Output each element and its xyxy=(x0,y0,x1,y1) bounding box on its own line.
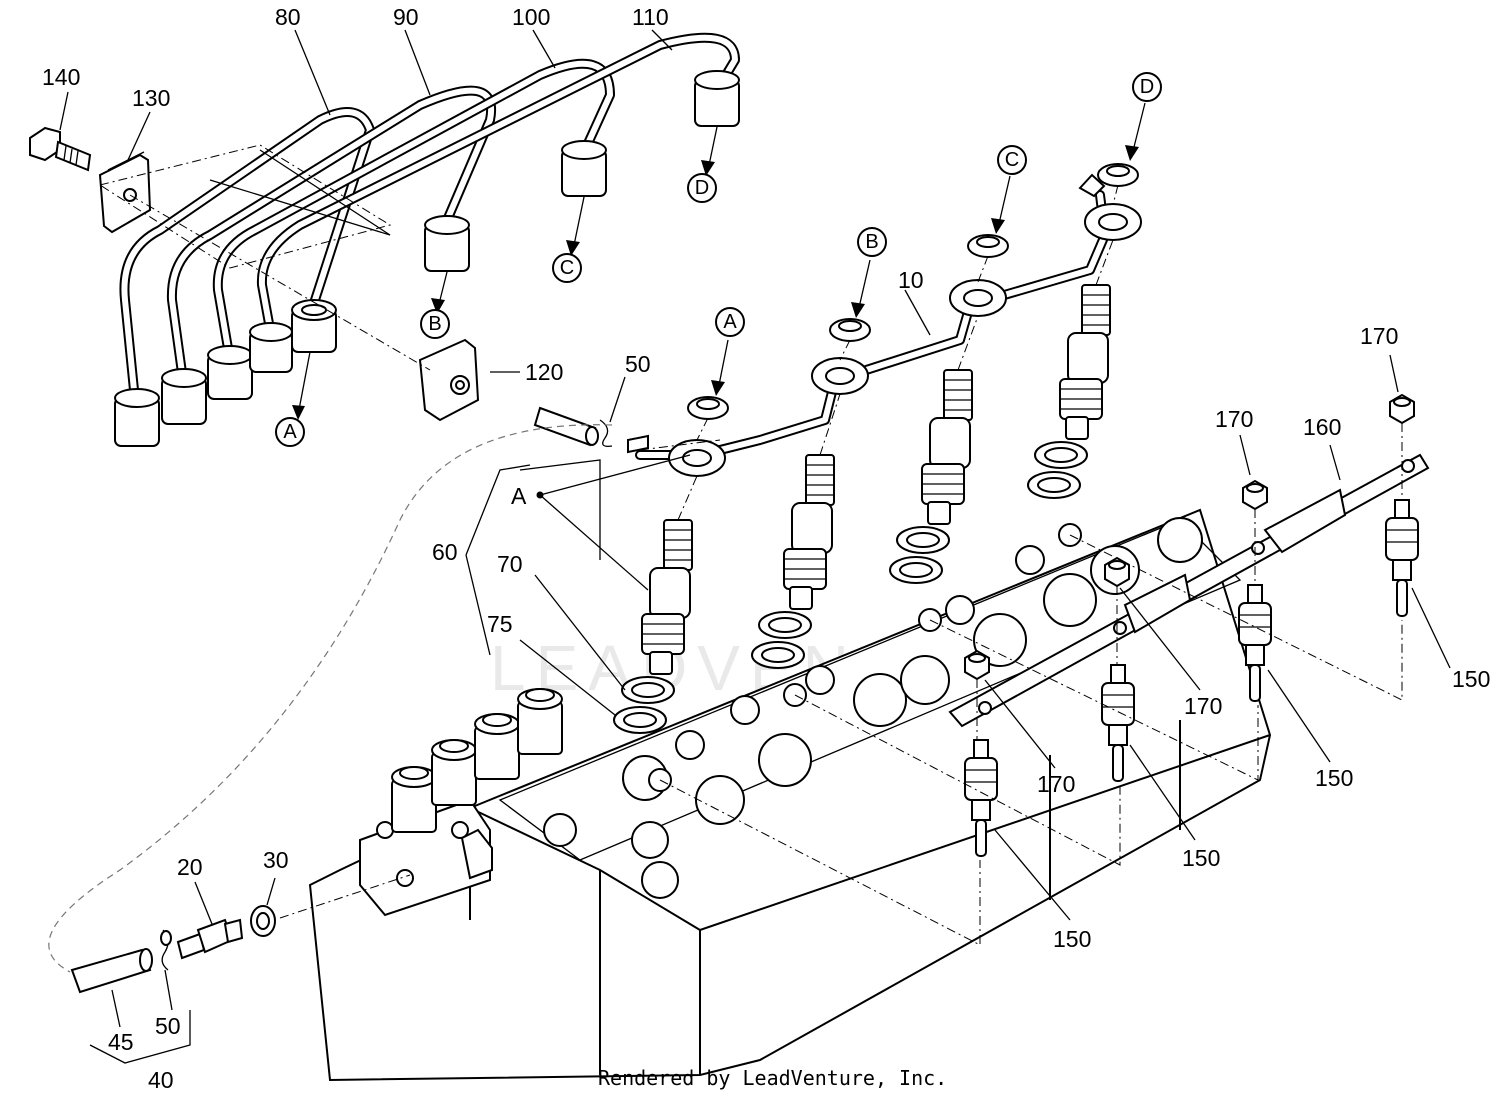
label-70: 70 xyxy=(497,551,523,577)
label-50-upper: 50 xyxy=(625,351,651,377)
label-90: 90 xyxy=(393,4,419,30)
label-140: 140 xyxy=(42,64,80,90)
clamp-bolt-140 xyxy=(29,126,92,172)
svg-text:A: A xyxy=(723,311,737,333)
return-hose-upper xyxy=(533,406,649,454)
label-170-a: 170 xyxy=(1037,771,1075,797)
label-150-b: 150 xyxy=(1182,845,1220,871)
callout-markers: A B C D A B C D xyxy=(275,72,1162,447)
svg-text:B: B xyxy=(428,313,441,335)
label-160: 160 xyxy=(1303,414,1341,440)
svg-text:D: D xyxy=(695,177,709,199)
leak-off-pipe-10 xyxy=(635,190,1110,460)
cylinder-head xyxy=(308,459,1272,1082)
pipe-clamp-130 xyxy=(98,151,152,234)
svg-text:D: D xyxy=(1140,76,1154,98)
label-45: 45 xyxy=(108,1029,134,1055)
glow-plug-nuts-170 xyxy=(964,393,1415,681)
label-75: 75 xyxy=(487,611,513,637)
callout-a-nozzle: A xyxy=(715,307,745,337)
injection-pipe-bundle xyxy=(114,32,740,447)
label-10: 10 xyxy=(898,267,924,293)
callout-a-pipe: A xyxy=(275,417,305,447)
svg-text:A: A xyxy=(283,421,297,443)
label-120: 120 xyxy=(525,359,563,385)
callout-b-nozzle: B xyxy=(857,227,887,257)
connection-arrows xyxy=(292,102,1146,420)
label-20: 20 xyxy=(177,854,203,880)
label-100: 100 xyxy=(512,4,550,30)
svg-text:C: C xyxy=(560,257,574,279)
leader-lines xyxy=(59,29,1451,1064)
render-credit: Rendered by LeadVenture, Inc. xyxy=(598,1066,947,1090)
label-80: 80 xyxy=(275,4,301,30)
label-110: 110 xyxy=(632,4,669,30)
label-150-a: 150 xyxy=(1053,926,1091,952)
label-150-d: 150 xyxy=(1452,666,1490,692)
banjo-fittings xyxy=(668,163,1142,477)
label-130: 130 xyxy=(132,85,170,111)
callout-c-pipe: C xyxy=(552,253,582,283)
label-170-b: 170 xyxy=(1184,693,1222,719)
part-labels: 80 90 100 110 140 130 120 50 10 A 60 70 … xyxy=(42,4,1490,1093)
label-60: 60 xyxy=(432,539,458,565)
label-170-c: 170 xyxy=(1215,406,1253,432)
fitting-20 xyxy=(176,918,244,960)
label-50-lower: 50 xyxy=(155,1013,181,1039)
label-30: 30 xyxy=(263,847,289,873)
callout-d-pipe: D xyxy=(687,173,717,203)
callout-c-nozzle: C xyxy=(997,145,1027,175)
label-ref-a: A xyxy=(511,483,527,509)
label-150-c: 150 xyxy=(1315,765,1353,791)
dashed-assembly-lines xyxy=(48,144,1403,973)
glow-plugs-150 xyxy=(964,499,1419,857)
return-hose-45 xyxy=(70,948,153,994)
glow-plug-lead-160 xyxy=(948,453,1430,728)
label-40: 40 xyxy=(148,1067,174,1093)
label-170-d: 170 xyxy=(1360,323,1398,349)
hose-clip-50-lower xyxy=(160,929,172,971)
svg-text:C: C xyxy=(1005,149,1019,171)
nozzle-gaskets xyxy=(613,441,1088,734)
svg-text:B: B xyxy=(865,231,878,253)
callout-b-pipe: B xyxy=(420,309,450,339)
washer-30 xyxy=(250,905,276,937)
pipe-clamp-120 xyxy=(418,338,480,422)
callout-d-nozzle: D xyxy=(1132,72,1162,102)
